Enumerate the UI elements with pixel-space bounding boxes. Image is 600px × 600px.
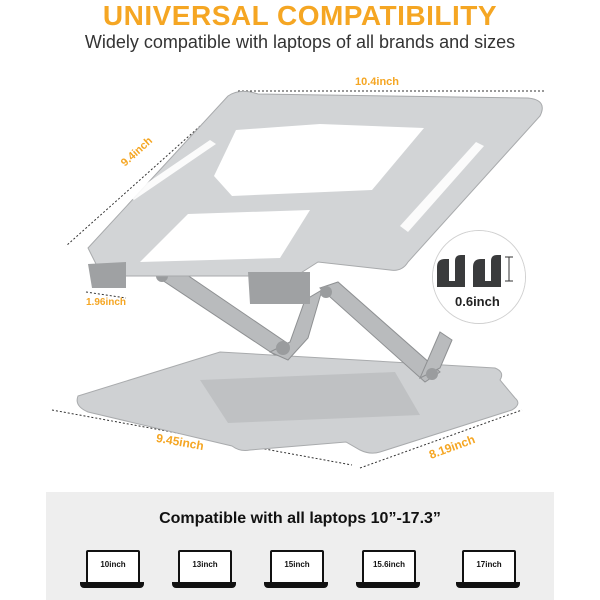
laptop-size-label: 15.6inch — [372, 560, 405, 569]
top-plate-front-cutout — [140, 210, 310, 262]
hook-right — [473, 255, 501, 287]
arm-right-upper — [319, 281, 441, 383]
hinge-left — [276, 341, 290, 355]
hook-left — [437, 255, 465, 287]
dim-label-front-lip: 1.96inch — [86, 297, 127, 308]
compatibility-panel: Compatible with all laptops 10”-17.3” 10… — [46, 492, 554, 600]
laptop-icon-17: 17inch — [456, 550, 520, 590]
top-plate-cutout — [214, 124, 424, 196]
laptop-icon-10: 10inch — [80, 550, 144, 590]
hook-height-label: 0.6inch — [455, 294, 500, 309]
laptop-icon-15: 15inch — [264, 550, 328, 590]
hook-detail-circle — [432, 230, 526, 324]
hook-detail-image — [433, 231, 525, 323]
laptop-icon-15-6: 15.6inch — [356, 550, 420, 590]
base-recess — [200, 372, 420, 423]
laptop-size-label: 13inch — [192, 560, 218, 569]
compatibility-title: Compatible with all laptops 10”-17.3” — [159, 510, 441, 527]
front-lip-right — [248, 272, 310, 304]
dim-line-front-lip — [85, 291, 127, 299]
dim-label-width-top: 10.4inch — [355, 76, 400, 88]
headline: UNIVERSAL COMPATIBILITY — [102, 0, 498, 31]
laptop-stand-illustration — [51, 90, 546, 469]
rubber-strip-left — [128, 140, 216, 200]
laptop-icon-13: 13inch — [172, 550, 236, 590]
subheadline: Widely compatible with laptops of all br… — [84, 32, 516, 52]
hinge-top-right — [320, 286, 332, 298]
dim-line-depth-base — [359, 409, 523, 469]
rubber-strip-right — [400, 142, 484, 232]
hinge-right — [426, 368, 438, 380]
laptop-size-label: 10inch — [100, 560, 126, 569]
front-lip-left — [88, 262, 126, 288]
laptop-size-label: 17inch — [476, 560, 502, 569]
laptop-size-label: 15inch — [284, 560, 310, 569]
